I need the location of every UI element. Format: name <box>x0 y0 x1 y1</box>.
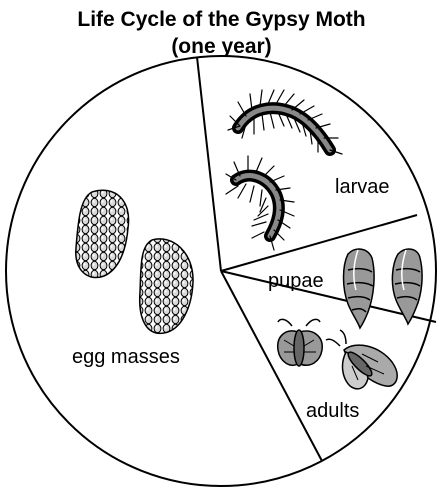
label-egg-masses: egg masses <box>72 346 180 368</box>
pupa-icon <box>342 248 423 330</box>
egg-mass-icon <box>75 189 194 334</box>
caterpillar-icon <box>225 89 343 251</box>
label-larvae: larvae <box>335 176 389 198</box>
moth-icon <box>277 318 398 390</box>
divider-line-upper-right <box>220 214 418 272</box>
label-pupae: pupae <box>268 270 324 292</box>
label-adults: adults <box>306 400 359 422</box>
diagram-title: Life Cycle of the Gypsy Moth <box>77 8 366 31</box>
divider-line-bottom <box>220 270 323 462</box>
divider-line-top <box>196 56 222 272</box>
diagram-subtitle: (one year) <box>171 35 272 58</box>
divider-line-lower-right <box>220 270 437 323</box>
